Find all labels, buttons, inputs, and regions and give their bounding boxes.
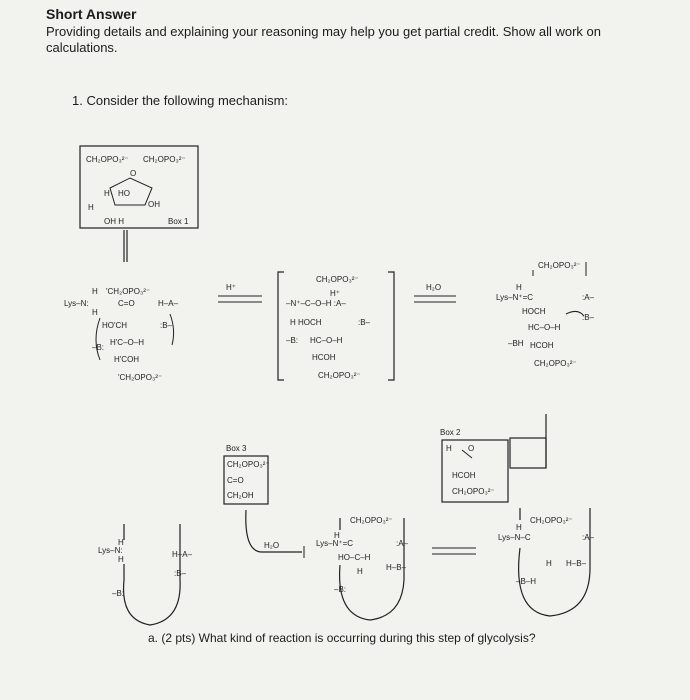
- step6-h: H: [516, 523, 522, 532]
- box1-ho: HO: [118, 189, 130, 198]
- box3-label: Box 3: [226, 444, 247, 453]
- step4-h: H: [118, 538, 124, 547]
- step5-hb: H–B–: [386, 563, 407, 572]
- step1-bminus: –B:: [92, 343, 104, 352]
- blank-box: [509, 437, 547, 469]
- step1-lys: Lys–N:: [64, 299, 89, 308]
- step4-lys: Lys–N:: [98, 546, 123, 555]
- step1-ha: H–A–: [158, 299, 179, 308]
- step2-hcoh: HC–O–H: [310, 336, 343, 345]
- step3-hc: HC–O–H: [528, 323, 561, 332]
- step3-lys: Lys–N⁺=C: [496, 293, 533, 302]
- box1-ring-structure: CH₂OPO₃²⁻ CH₂OPO₃²⁻ O H HO H OH OH H Box…: [79, 145, 199, 229]
- step3-h: H: [516, 283, 522, 292]
- box2-h: H: [446, 444, 452, 453]
- box1-h2: H: [88, 203, 94, 212]
- step6-top: CH₂OPO₃²⁻: [530, 516, 573, 525]
- box3-l1: CH₂OPO₃²⁻: [227, 460, 270, 469]
- box2-bottom: CH₂OPO₃²⁻: [452, 487, 495, 496]
- step6-structure: CH₂OPO₃²⁻ H Lys–N–C :A– H H–B– –B–H: [498, 508, 595, 617]
- step5-a: :A–: [396, 539, 409, 548]
- box3-l3: CH₂OH: [227, 491, 254, 500]
- step1-hoch: HO'CH: [102, 321, 127, 330]
- box3-l2: C=O: [227, 476, 244, 485]
- step1-h2: H: [92, 308, 98, 317]
- step2-bplus: :B–: [358, 318, 371, 327]
- step6-hb: H–B–: [566, 559, 587, 568]
- box2-structure: Box 2 H O HCOH CH₂OPO₃²⁻: [440, 428, 509, 503]
- step3-hcoh: HCOH: [530, 341, 554, 350]
- step3-bottom: CH₂OPO₃²⁻: [534, 359, 577, 368]
- box1-top-left: CH₂OPO₃²⁻: [86, 155, 129, 164]
- question-1a-text: a. (2 pts) What kind of reaction is occu…: [148, 631, 536, 645]
- step3-structure: CH₂OPO₃²⁻ H Lys–N⁺=C :A– HOCH HC–O–H :B–…: [496, 261, 595, 368]
- step6-h2: H: [546, 559, 552, 568]
- box1-label: Box 1: [168, 217, 189, 226]
- step3-a: :A–: [582, 293, 595, 302]
- box1-bottom: OH H: [104, 217, 124, 226]
- step3-bh: –BH: [508, 339, 524, 348]
- box2-o: O: [468, 444, 474, 453]
- box2-hcoh: HCOH: [452, 471, 476, 480]
- step1-ch2opo3: 'CH₂OPO₃²⁻: [106, 287, 150, 296]
- box1-ring-o: O: [130, 169, 136, 178]
- step2-b: –B:: [286, 336, 298, 345]
- step2-top: CH₂OPO₃²⁻: [316, 275, 359, 284]
- step6-bh: –B–H: [516, 577, 536, 586]
- arrow3-label: H₂O: [264, 541, 279, 550]
- step1-hcoh: H'C–O–H: [110, 338, 144, 347]
- instructions-text: Providing details and explaining your re…: [46, 24, 601, 55]
- box1-ring: [109, 177, 153, 206]
- box2-label: Box 2: [440, 428, 461, 437]
- section-title: Short Answer: [46, 6, 137, 22]
- step4-b: –B:: [112, 589, 124, 598]
- arrow1-label: H⁺: [226, 283, 236, 292]
- step3-top: CH₂OPO₃²⁻: [538, 261, 581, 270]
- step1-hcoh2: H'COH: [114, 355, 139, 364]
- step4-ha: H–A–: [172, 550, 193, 559]
- box2-frame: [441, 439, 509, 503]
- step5-b: –B:: [334, 585, 346, 594]
- step5-h2: H: [357, 567, 363, 576]
- box1-frame: [79, 145, 199, 229]
- box3-frame: [223, 455, 269, 505]
- step4-h2: H: [118, 555, 124, 564]
- step5-hoc: HO–C–H: [338, 553, 371, 562]
- step2-h: H⁺: [330, 289, 340, 298]
- box1-h: H: [104, 189, 110, 198]
- step5-h: H: [334, 531, 340, 540]
- step3-b: :B–: [582, 313, 595, 322]
- step4-structure: H Lys–N: H –B: H–A– :B–: [98, 524, 193, 626]
- step2-structure: CH₂OPO₃²⁻ H⁺ –N⁺–C–O–H :A– H HOCH :B– –B…: [277, 271, 395, 381]
- step5-top: CH₂OPO₃²⁻: [350, 516, 393, 525]
- step1-co: C=O: [118, 299, 135, 308]
- step6-lys: Lys–N–C: [498, 533, 531, 542]
- step1-h: H: [92, 287, 98, 296]
- step1-bplus: :B–: [160, 321, 173, 330]
- step3-hoch: HOCH: [522, 307, 546, 316]
- box1-oh: OH: [148, 200, 160, 209]
- box3-structure: Box 3 CH₂OPO₃²⁻ C=O CH₂OH: [223, 444, 270, 505]
- question-1-text: 1. Consider the following mechanism:: [72, 93, 289, 108]
- step5-lys: Lys–N⁺=C: [316, 539, 353, 548]
- step6-a: :A–: [582, 533, 595, 542]
- step2-bottom: CH₂OPO₃²⁻: [318, 371, 361, 380]
- step1-structure: H 'CH₂OPO₃²⁻ Lys–N: C=O H–A– H HO'CH :B–…: [64, 287, 179, 382]
- step2-n: –N⁺–C–O–H :A–: [286, 299, 346, 308]
- step5-structure: CH₂OPO₃²⁻ H Lys–N⁺=C :A– HO–C–H H H–B– –…: [316, 516, 409, 621]
- arrow2-label: H₂O: [426, 283, 441, 292]
- step2-hhoch: H HOCH: [290, 318, 322, 327]
- step1-ch2opo3b: 'CH₂OPO₃²⁻: [118, 373, 162, 382]
- box1-top-right: CH₂OPO₃²⁻: [143, 155, 186, 164]
- step2-hcoh2: HCOH: [312, 353, 336, 362]
